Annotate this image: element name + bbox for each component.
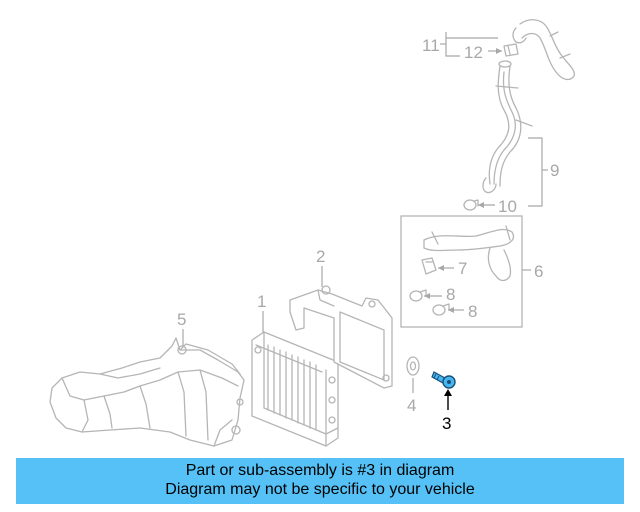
banner-line-1: Part or sub-assembly is #3 in diagram (185, 462, 455, 479)
part-11-hose (512, 19, 575, 81)
part-3-bolt (431, 371, 456, 389)
callout-1: 1 (257, 292, 266, 311)
part-9-hose (482, 60, 533, 194)
banner-line-2: Diagram may not be specific to your vehi… (165, 481, 475, 498)
part-12-clamp (503, 43, 519, 57)
callout-4: 4 (407, 396, 416, 415)
callout-12: 12 (464, 43, 483, 62)
bracket-9 (528, 137, 543, 207)
arrowhead-3 (444, 389, 452, 396)
callout-2: 2 (316, 247, 325, 266)
callout-3: 3 (442, 414, 451, 433)
callout-8b: 8 (468, 302, 477, 321)
callout-8a: 8 (446, 285, 455, 304)
callout-6: 6 (534, 262, 543, 281)
part-10-clamp (463, 199, 479, 211)
part-7-clip (421, 257, 437, 275)
part-8-clamp-a (409, 289, 427, 302)
part-8-clamp-b (432, 303, 450, 316)
part-6-hose (423, 225, 515, 282)
callout-7: 7 (458, 259, 467, 278)
bracket-11 (445, 32, 460, 57)
info-banner: Part or sub-assembly is #3 in diagram Di… (16, 458, 624, 504)
callout-11: 11 (422, 36, 440, 55)
part-5-air-guide (49, 337, 245, 447)
part-4-washer (406, 356, 420, 376)
part-2-bracket (289, 285, 393, 389)
callout-10: 10 (498, 197, 517, 216)
callout-9: 9 (550, 161, 559, 180)
parts-diagram: 5 1 2 4 (49, 19, 575, 447)
callout-5: 5 (177, 310, 186, 329)
part-1-cooler (251, 331, 339, 447)
sub-assembly-box (400, 215, 523, 328)
